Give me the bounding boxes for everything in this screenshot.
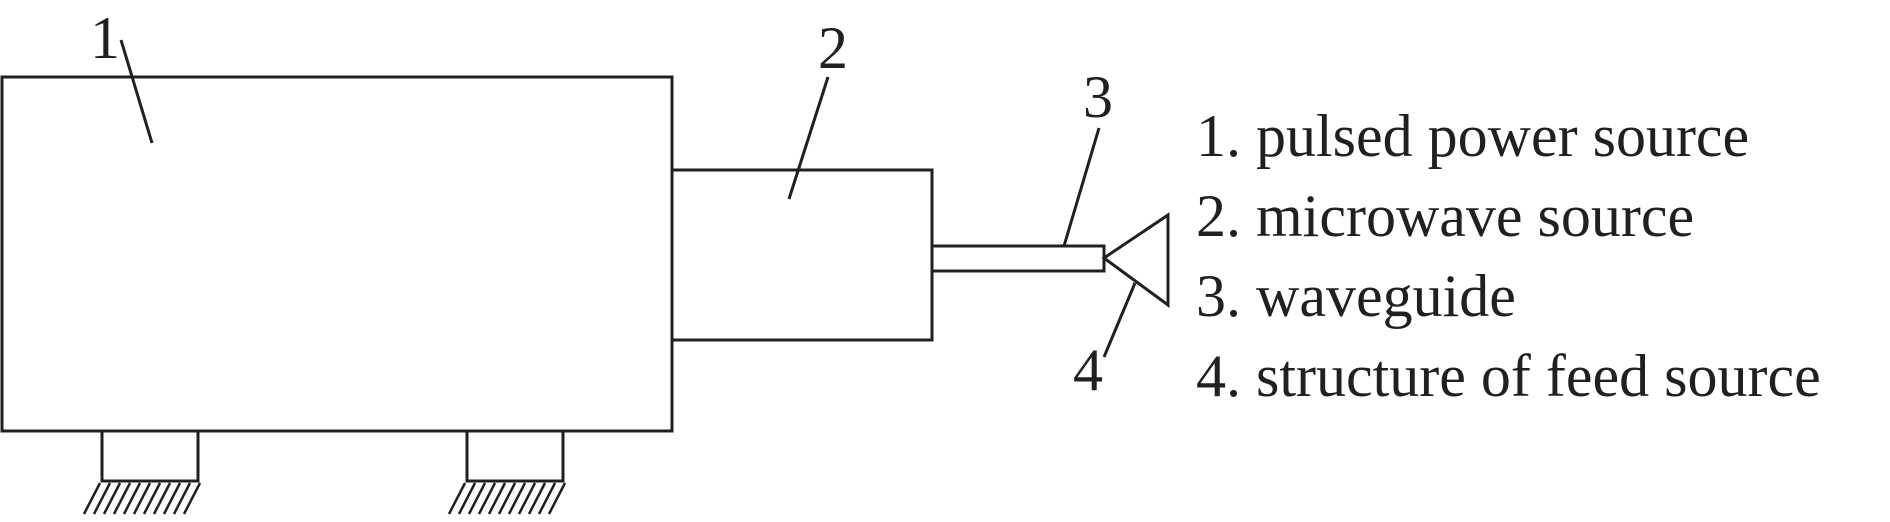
leader-line-1 — [119, 39, 154, 144]
hatch-mark — [82, 482, 102, 515]
hatch-mark — [467, 482, 487, 515]
hatch-mark — [487, 482, 507, 515]
hatch-mark — [547, 482, 567, 515]
legend-item-4: 4. structure of feed source — [1196, 343, 1821, 409]
hatch-mark — [132, 482, 152, 515]
pulsed-power-source-block — [0, 75, 674, 433]
left-support-ground-hatch — [82, 482, 202, 515]
hatch-mark — [517, 482, 537, 515]
legend-item-1: 1. pulsed power source — [1196, 103, 1749, 169]
hatch-mark — [182, 482, 202, 515]
leader-line-3 — [1062, 127, 1101, 247]
microwave-source-block — [670, 168, 934, 342]
hatch-mark — [92, 482, 112, 515]
hatch-mark — [457, 482, 477, 515]
leader-line-4 — [1102, 282, 1137, 358]
hatch-mark — [122, 482, 142, 515]
hatch-mark — [172, 482, 192, 515]
right-support-foot — [465, 429, 565, 483]
hatch-mark — [162, 482, 182, 515]
callout-1: 1 — [90, 5, 120, 71]
feed-source-horn — [1101, 212, 1170, 308]
right-support-ground-hatch — [447, 482, 567, 515]
left-support — [82, 429, 202, 515]
hatch-mark — [507, 482, 527, 515]
callout-2: 2 — [818, 15, 848, 81]
hatch-mark — [142, 482, 162, 515]
legend: 1. pulsed power source 2. microwave sour… — [1196, 103, 1821, 409]
hatch-mark — [447, 482, 467, 515]
callout-3: 3 — [1083, 64, 1113, 130]
callout-4: 4 — [1073, 337, 1103, 403]
hatch-mark — [112, 482, 132, 515]
hatch-mark — [102, 482, 122, 515]
legend-item-3: 3. waveguide — [1196, 263, 1516, 329]
hatch-mark — [477, 482, 497, 515]
hatch-mark — [497, 482, 517, 515]
right-support — [447, 429, 567, 515]
legend-item-2: 2. microwave source — [1196, 183, 1694, 249]
leader-line-2 — [787, 76, 830, 200]
hatch-mark — [152, 482, 172, 515]
hatch-mark — [537, 482, 557, 515]
left-support-foot — [100, 429, 200, 483]
hatch-mark — [527, 482, 547, 515]
waveguide-tube — [930, 244, 1106, 273]
